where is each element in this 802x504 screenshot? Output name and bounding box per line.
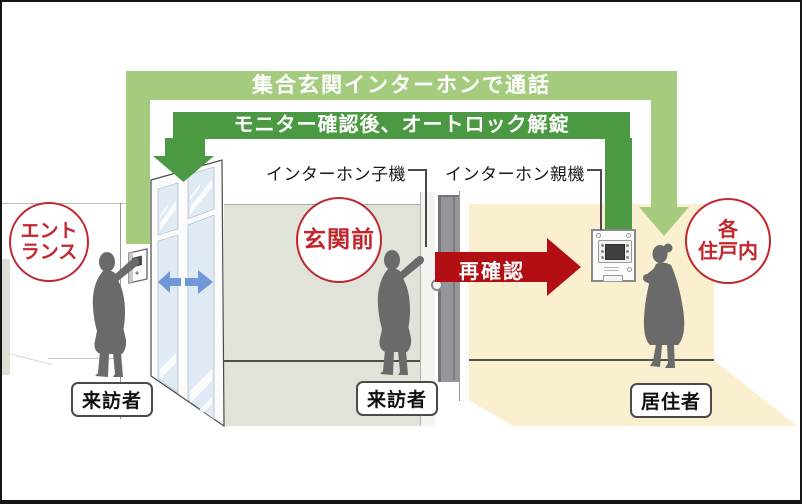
button-dot [626,256,629,259]
label-resident: 居住者 [630,383,713,418]
banner-call: 集合玄関インターホンで通話 [126,71,677,100]
label-visitor-front-door: 来訪者 [356,381,439,416]
zone-badge-entrance-line2: ランス [20,242,78,263]
speaker-slot [604,267,619,273]
unit-door-frame [459,191,469,401]
unit-doorway-edge [420,192,435,426]
button-dot [626,250,629,253]
zone-badge-unit-line1: 各 [718,218,738,241]
zone-badge-entrance-line1: エント [20,220,78,242]
recheck-arrow [435,252,548,282]
entrance-sliding-door [150,159,225,428]
door-slide-right-arrow-icon [185,270,213,294]
recheck-arrow-label: 再確認 [459,261,525,283]
door-station-callout-line [425,169,427,247]
button-dot [601,256,604,259]
call-flow-band-left [126,99,150,244]
visitor-front-door-silhouette [377,250,424,375]
button-dot [626,244,629,247]
unlock-flow-band-right [605,138,632,230]
button-circle [627,267,632,272]
unit-floor-line [468,359,714,361]
entrance-floor-line [48,358,120,359]
door-station-label: インターホン子機 [266,165,406,184]
screw-icon [626,233,631,238]
zone-badge-front-door-label: 玄関前 [303,226,375,253]
screw-icon [596,233,601,238]
banner-unlock: モニター確認後、オートロック解錠 [173,112,630,139]
call-flow-band-right [651,99,677,208]
master-station-callout-line [587,169,602,171]
zone-badge-entrance: エント ランス [9,202,89,282]
unlock-flow-shaft-left [165,138,205,157]
entrance-floor-diagonal [7,352,53,365]
zone-badge-unit-line2: 住戸内 [698,241,758,263]
entrance-wall-side-strip [2,259,10,375]
door-station-callout-line [408,169,426,171]
master-station-device [591,229,636,282]
button-dot [601,244,604,247]
corridor-floor-line [224,360,422,362]
label-visitor-entrance: 来訪者 [71,382,154,417]
entrance-wall-top-edge [2,203,132,204]
visitor-entrance-silhouette [92,252,139,377]
master-station-screen-module [598,240,632,263]
zone-badge-front-door: 玄関前 [296,197,382,283]
master-station-callout-line [600,169,602,230]
resident-silhouette [643,243,685,368]
monitor-screen [605,244,625,260]
door-slide-left-arrow-icon [158,271,181,293]
zone-badge-unit: 各 住戸内 [685,198,771,284]
master-station-label: インターホン親機 [445,165,585,184]
glass-streaks [160,179,212,416]
button-dot [601,250,604,253]
unit-front-door-panel-line [453,197,455,380]
master-station-lower-panel [603,275,623,282]
